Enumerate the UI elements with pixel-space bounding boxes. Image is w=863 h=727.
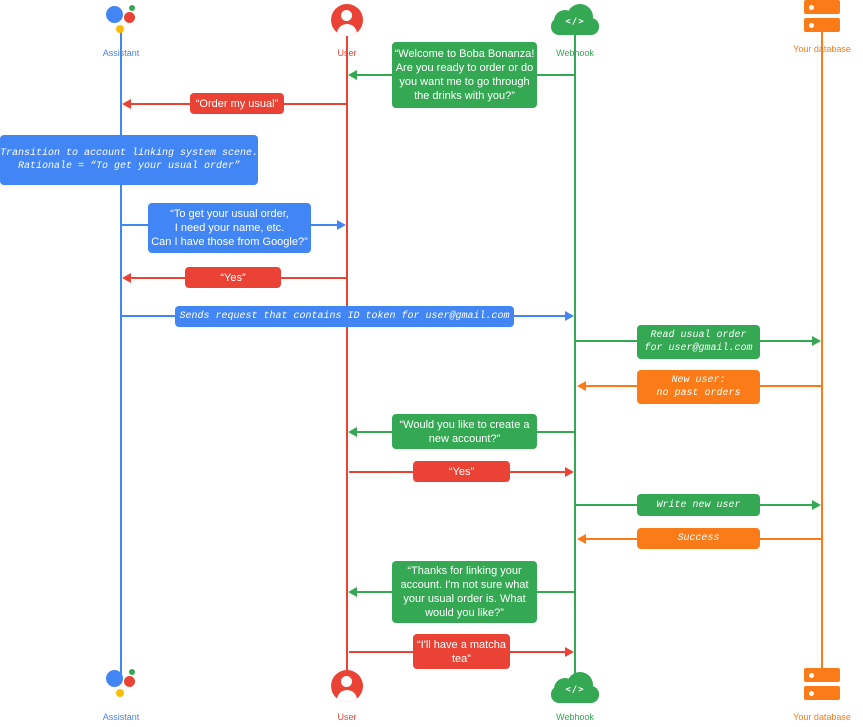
cloud-base [551, 686, 599, 703]
arrowhead-right [565, 647, 574, 657]
arrowhead-left [348, 427, 357, 437]
user-head-shape [341, 10, 352, 21]
message-box-new-user: New user: no past orders [637, 370, 760, 404]
assistant-green-dot [129, 5, 135, 11]
database-bottom-disk [804, 686, 840, 700]
arrowhead-right [565, 467, 574, 477]
message-box-yes-1: “Yes” [185, 267, 281, 288]
database-top-dot [809, 672, 814, 678]
actor-label-webhook: Webhook [556, 48, 594, 58]
assistant-lifeline [120, 26, 122, 674]
code-glyph: </> [565, 685, 585, 695]
assistant-red-dot [124, 676, 135, 687]
database-bottom-disk [804, 18, 840, 32]
arrowhead-right [337, 220, 346, 230]
arrowhead-right [812, 336, 821, 346]
database-icon [804, 668, 840, 700]
arrowhead-right [812, 500, 821, 510]
user-body-shape [337, 24, 357, 36]
google-assistant-icon [103, 2, 139, 38]
database-lifeline [821, 24, 823, 676]
arrowhead-right [565, 311, 574, 321]
arrowhead-left [348, 70, 357, 80]
message-box-order-my-usual: “Order my usual” [190, 93, 284, 114]
message-box-welcome: “Welcome to Boba Bonanza! Are you ready … [392, 42, 537, 108]
database-top-disk [804, 668, 840, 682]
assistant-yellow-dot [116, 689, 124, 697]
arrowhead-left [577, 381, 586, 391]
database-icon [804, 0, 840, 32]
message-box-sends-request: Sends request that contains ID token for… [175, 306, 514, 327]
message-box-yes-2: “Yes” [413, 461, 510, 482]
actor-label-assistant: Assistant [102, 48, 140, 58]
assistant-yellow-dot [116, 25, 124, 33]
message-box-read-usual-order: Read usual order for user@gmail.com [637, 325, 760, 359]
assistant-blue-dot [106, 6, 123, 23]
code-glyph: </> [565, 17, 585, 27]
actor-label-user: User [337, 712, 357, 722]
user-body-shape [337, 690, 357, 702]
user-icon [331, 670, 363, 702]
arrowhead-left [122, 273, 131, 283]
message-box-thanks-linking: “Thanks for linking your account. I'm no… [392, 561, 537, 623]
arrowhead-left [577, 534, 586, 544]
message-box-matcha-tea: “I'll have a matcha tea” [413, 634, 510, 669]
assistant-red-dot [124, 12, 135, 23]
message-box-write-new-user: Write new user [637, 494, 760, 516]
webhook-cloud-icon: </> [551, 4, 599, 36]
message-box-create-account: “Would you like to create a new account?… [392, 414, 537, 449]
note-box-transition: Transition to account linking system sce… [0, 135, 258, 185]
user-lifeline [346, 26, 348, 676]
arrowhead-left [122, 99, 131, 109]
actor-label-webhook: Webhook [556, 712, 594, 722]
user-head-shape [341, 676, 352, 687]
database-top-disk [804, 0, 840, 14]
message-box-success: Success [637, 528, 760, 549]
message-box-ask-for-info: “To get your usual order, I need your na… [148, 203, 311, 253]
database-bottom-dot [809, 22, 814, 28]
user-icon [331, 4, 363, 36]
database-bottom-dot [809, 690, 814, 696]
webhook-cloud-icon: </> [551, 672, 599, 704]
google-assistant-icon [103, 666, 139, 702]
assistant-blue-dot [106, 670, 123, 687]
actor-label-user: User [337, 48, 357, 58]
cloud-base [551, 18, 599, 35]
arrowhead-left [348, 587, 357, 597]
actor-label-database: Your database [793, 712, 851, 722]
assistant-green-dot [129, 669, 135, 675]
actor-label-assistant: Assistant [102, 712, 140, 722]
webhook-lifeline [574, 26, 576, 678]
database-top-dot [809, 4, 814, 10]
actor-label-database: Your database [793, 44, 851, 54]
